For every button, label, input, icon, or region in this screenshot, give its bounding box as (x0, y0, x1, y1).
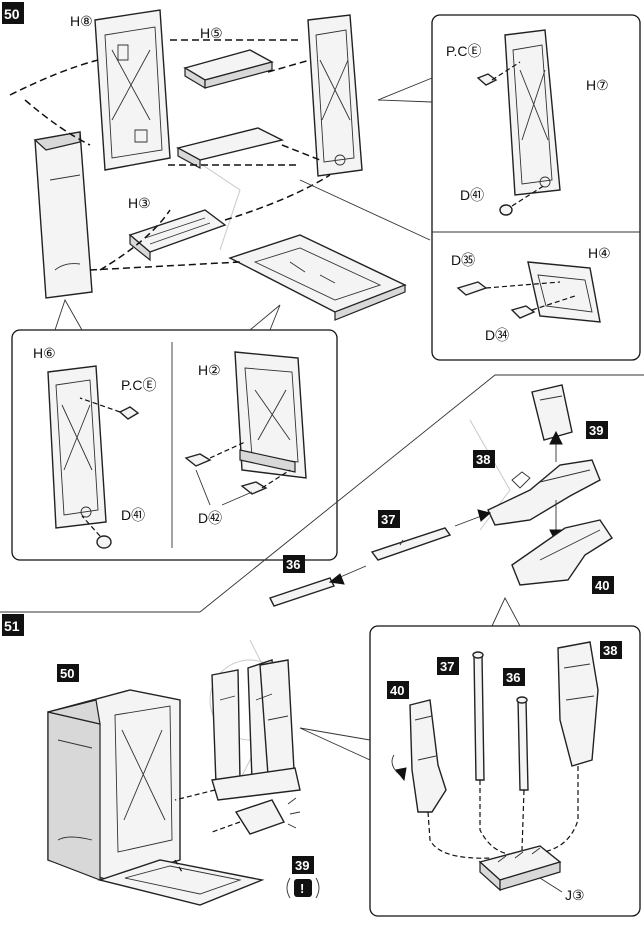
guide-39 (211, 821, 241, 833)
part-pce-left (79, 397, 140, 420)
label-d41-left: D㊶ (121, 507, 145, 523)
svg-text:36: 36 (286, 557, 300, 572)
rotate-arrow-head (395, 767, 407, 782)
label-d42: D㊷ (198, 510, 222, 526)
label-h4: H④ (588, 245, 611, 261)
part-pce-top (476, 61, 521, 86)
svg-text:37: 37 (440, 659, 454, 674)
guide-hangar (174, 859, 183, 873)
svg-text:!: ! (300, 881, 304, 896)
svg-text:38: 38 (476, 452, 490, 467)
step-50-badge: 50 (2, 2, 24, 24)
badge-37-step51: 37 (437, 657, 459, 675)
part-h2-base (228, 234, 407, 321)
label-d41-top: D㊶ (460, 187, 484, 203)
part-h4 (527, 261, 601, 323)
warning-icon: ! (286, 877, 320, 899)
svg-text:36: 36 (506, 670, 520, 685)
badge-37-step50: 37 (378, 510, 400, 528)
svg-text:38: 38 (603, 643, 617, 658)
weapon-area-border (199, 374, 644, 613)
arrow-39-head (549, 430, 563, 445)
part-side-cover (33, 131, 93, 299)
part-37-vertical (472, 651, 485, 781)
callout-pointer-top (377, 77, 433, 103)
part-clear-plate (176, 127, 285, 170)
part-d41-top (499, 184, 546, 216)
badge-36-step51: 36 (503, 668, 525, 686)
badge-40-step51: 40 (387, 681, 409, 699)
part-39-magazine (531, 384, 573, 441)
step-51-number: 51 (4, 618, 20, 634)
part-d34 (510, 295, 576, 319)
badge-38-step50: 38 (473, 450, 495, 468)
step-51-guides (427, 766, 579, 859)
part-h7-panel-main (307, 14, 363, 177)
part-h5-plate (183, 49, 274, 90)
label-pce-top: P.CⒺ (446, 43, 482, 59)
step-50-number: 50 (4, 6, 20, 22)
part-38-rifle-body (487, 459, 601, 526)
callout-line-h4 (299, 179, 431, 241)
guide-rack (174, 789, 216, 801)
label-h6: H⑥ (33, 345, 56, 361)
arrow-36-head (328, 573, 345, 585)
arrow-37-head (477, 509, 492, 522)
callout-pointers-lower (54, 298, 281, 331)
label-d35: D㉟ (451, 252, 475, 268)
label-d34: D㉞ (485, 327, 509, 343)
assembled-weapon-rack (211, 659, 301, 801)
svg-text:39: 39 (589, 423, 603, 438)
badge-39-step51: 39 (292, 856, 314, 874)
label-pce-left: P.CⒺ (121, 377, 157, 393)
arrow-36 (337, 565, 367, 579)
label-h3: H③ (128, 195, 151, 211)
part-d41-left (81, 515, 112, 549)
part-36-vertical (516, 696, 529, 791)
part-40-vertical (409, 699, 447, 813)
part-j3-stand (478, 845, 562, 892)
label-j3: J③ (565, 887, 585, 903)
svg-text:39: 39 (295, 858, 309, 873)
svg-text:37: 37 (381, 512, 395, 527)
part-h2-detail (234, 351, 307, 479)
step-51-badge: 51 (2, 614, 24, 636)
assembled-hangar (47, 689, 265, 906)
part-37-barrel (370, 527, 452, 561)
part-h7-detail (504, 29, 561, 196)
leader-j3 (539, 877, 563, 893)
label-h7: H⑦ (586, 77, 609, 93)
badge-36-step50: 36 (283, 555, 305, 573)
part-39-step51 (234, 797, 301, 835)
label-h2: H② (198, 362, 221, 378)
svg-text:40: 40 (390, 683, 404, 698)
badge-39-top: 39 (586, 421, 608, 439)
part-38-vertical (557, 641, 599, 767)
badge-40-step50: 40 (592, 576, 614, 594)
label-h8: H⑧ (70, 13, 93, 29)
svg-text:50: 50 (60, 666, 74, 681)
part-40-rifle-lower (511, 519, 613, 586)
part-36-barrel (269, 577, 335, 607)
label-h5: H⑤ (200, 25, 223, 41)
part-h3-tray (128, 209, 227, 262)
badge-50-step51: 50 (57, 664, 79, 682)
svg-text:40: 40 (595, 578, 609, 593)
part-h6 (47, 365, 107, 529)
arrow-37 (454, 514, 485, 527)
part-d42-pair (184, 441, 291, 506)
step-50-guides (9, 39, 331, 271)
part-d35 (456, 281, 561, 296)
callout-pointer-j3 (299, 596, 521, 761)
badge-38-step51: 38 (600, 641, 622, 659)
part-h8-panel (94, 9, 171, 171)
